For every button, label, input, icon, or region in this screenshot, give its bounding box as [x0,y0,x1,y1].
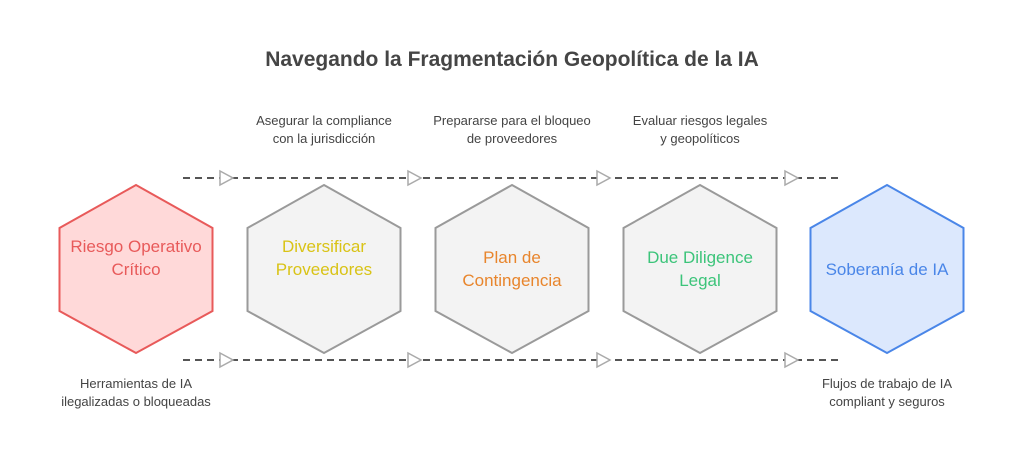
hexagon-node [246,183,402,355]
hexagon-label: Plan de Contingencia [462,248,562,290]
hexagon-label: Riesgo Operativo Crítico [70,236,202,279]
bottom-label-end: Flujos de trabajo de IA compliant y segu… [821,376,953,409]
arrow-icon [219,169,235,187]
diagram-title: Navegando la Fragmentación Geopolítica d… [265,48,759,71]
hexagon-label: Due Diligence Legal [647,248,753,290]
top-label-3: Evaluar riesgos legales y geopolíticos [632,113,768,146]
arrow-icon [784,351,800,369]
bottom-label-start: Herramientas de IA ilegalizadas o bloque… [61,376,211,409]
hexagon-label: Diversificar Proveedores [275,236,373,279]
top-label-2: Prepararse para el bloqueo de proveedore… [433,113,591,146]
hexagon-node [434,183,590,355]
arrow-icon [784,169,800,187]
arrow-icon [407,169,423,187]
top-label-1: Asegurar la compliance con la jurisdicci… [256,113,392,146]
hexagon-node [809,183,965,355]
arrow-icon [596,351,612,369]
hexagon-node [622,183,778,355]
hexagon-node [58,183,214,355]
arrow-icon [596,169,612,187]
hexagon-label: Soberanía de IA [825,259,949,279]
arrow-icon [219,351,235,369]
arrow-icon [407,351,423,369]
